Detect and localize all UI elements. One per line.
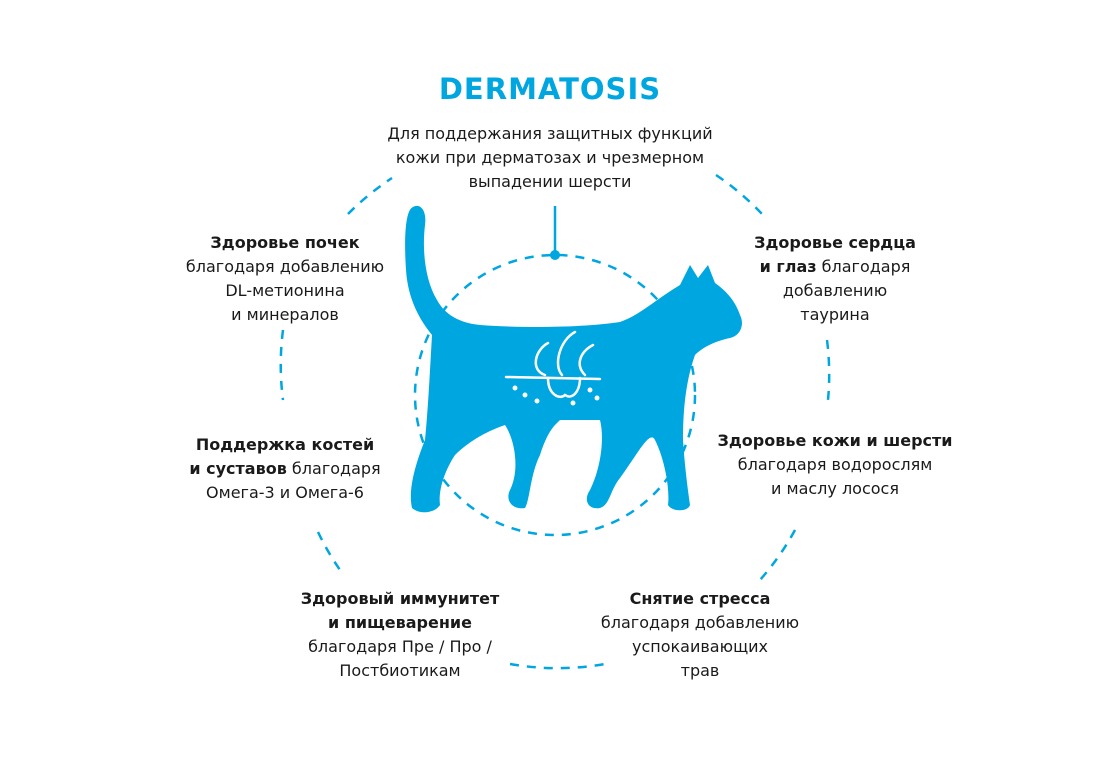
- benefit-line: благодаря: [286, 459, 381, 478]
- benefit-bones: Поддержка костей и суставов благодаря Ом…: [160, 433, 410, 505]
- benefit-heart: Здоровье сердца и глаз благодаря добавле…: [715, 231, 955, 327]
- benefit-line: и минералов: [231, 305, 339, 324]
- benefit-line: успокаивающих: [631, 637, 769, 656]
- benefit-immunity: Здоровый иммунитет и пищеварение благода…: [275, 587, 525, 683]
- intro-line: выпадении шерсти: [468, 172, 632, 191]
- benefit-line: благодаря водорослям: [737, 455, 933, 474]
- benefit-title: Здоровье почек: [210, 233, 360, 252]
- benefit-title: и пищеварение: [328, 613, 472, 632]
- benefit-line: благодаря Пре / Про /: [308, 637, 492, 656]
- outer-ring-arc-top-right: [715, 173, 763, 215]
- outer-ring-arc-left: [279, 329, 285, 401]
- benefit-title: Здоровый иммунитет: [300, 589, 500, 608]
- benefit-skin: Здоровье кожи и шерсти благодаря водорос…: [700, 429, 970, 501]
- connector-dot: [550, 250, 560, 260]
- outer-ring-arc-right: [825, 339, 831, 401]
- benefit-line: трав: [680, 661, 720, 680]
- benefit-line: благодаря: [816, 257, 911, 276]
- page-title: DERMATOSIS: [438, 72, 662, 106]
- benefit-kidneys: Здоровье почек благодаря добавлению DL-м…: [160, 231, 410, 327]
- benefit-line: и маслу лосося: [771, 479, 899, 498]
- benefit-title: и суставов: [189, 459, 287, 478]
- benefit-line: таурина: [800, 305, 870, 324]
- benefit-title: Поддержка костей: [195, 435, 375, 454]
- outer-ring-arc-lower-left: [316, 531, 342, 571]
- benefit-stress: Снятие стресса благодаря добавлению успо…: [575, 587, 825, 683]
- hair-follicle-icon: [504, 330, 602, 406]
- benefit-line: благодаря добавлению: [185, 257, 385, 276]
- intro-text: Для поддержания защитных функций кожи пр…: [350, 122, 750, 194]
- benefit-line: Постбиотикам: [339, 661, 461, 680]
- benefit-title: и глаз: [759, 257, 817, 276]
- cat-silhouette: [405, 205, 742, 513]
- outer-ring-arc-top-left: [347, 176, 393, 215]
- benefit-title: Снятие стресса: [629, 589, 771, 608]
- inner-ring: [413, 253, 697, 537]
- benefit-title: Здоровье сердца: [754, 233, 916, 252]
- intro-line: кожи при дерматозах и чрезмерном: [395, 148, 705, 167]
- benefit-line: добавлению: [782, 281, 888, 300]
- benefit-line: благодаря добавлению: [600, 613, 800, 632]
- benefit-title: Здоровье кожи и шерсти: [717, 431, 953, 450]
- outer-ring-arc-bottom: [509, 662, 606, 670]
- outer-ring-arc-lower-right: [759, 529, 797, 581]
- intro-line: Для поддержания защитных функций: [387, 124, 713, 143]
- benefit-line: DL-метионина: [225, 281, 345, 300]
- benefit-line: Омега-3 и Омега-6: [206, 483, 364, 502]
